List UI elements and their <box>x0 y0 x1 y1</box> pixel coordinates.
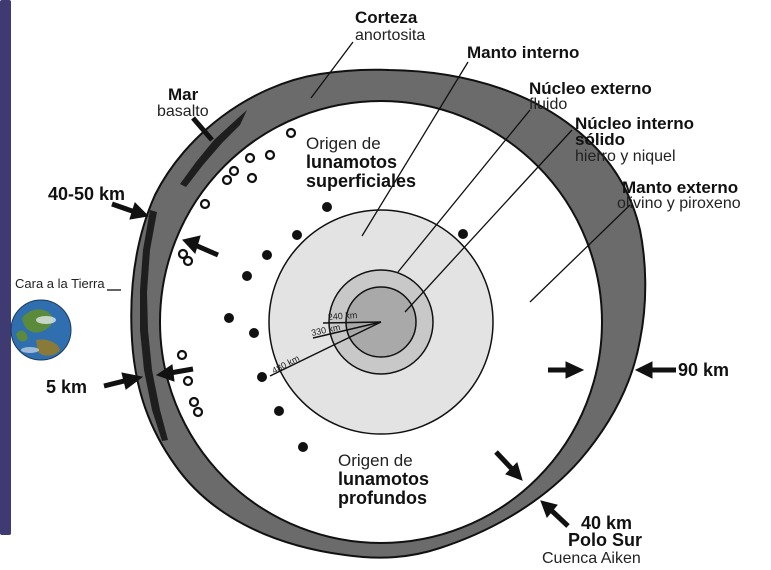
mare-basalt-patch <box>180 110 247 187</box>
profundos-line2: lunamotos <box>338 469 429 489</box>
left-edge-bar <box>0 0 11 535</box>
radius-lines <box>269 321 382 377</box>
leader-lines <box>107 41 631 313</box>
shallow-moonquake-markers <box>176 127 297 418</box>
mare-basalt-patch <box>140 210 168 441</box>
nucleo-interno-title: Núcleo interno <box>575 114 694 133</box>
nucleo-interno-sub: hierro y niquel <box>575 148 676 165</box>
deep-moonquake-markers <box>224 202 468 452</box>
nucleo-externo-sub: fluido <box>529 96 567 113</box>
mar-sub: basalto <box>157 103 209 120</box>
nucleo-interno-title2: sólido <box>575 130 625 149</box>
corteza-title: Corteza <box>355 8 418 27</box>
polo-sur-title: Polo Sur <box>568 530 642 550</box>
polo-sur-sub: Cuenca Aiken <box>542 550 641 565</box>
corteza-sub: anortosita <box>355 27 425 44</box>
superficiales-line1: Origen de <box>306 134 381 153</box>
manto-interno-title: Manto interno <box>467 43 579 62</box>
superficiales-line2: lunamotos <box>306 152 397 172</box>
radius-240-label: 240 km <box>327 310 357 322</box>
manto-externo-sub: olivino y piroxeno <box>617 195 741 212</box>
thickness-90-label: 90 km <box>678 360 729 380</box>
profundos-line3: profundos <box>338 488 427 508</box>
nucleo-externo-title: Núcleo externo <box>529 79 652 98</box>
thickness-5-label: 5 km <box>46 377 87 397</box>
earth-globe-icon <box>10 299 72 361</box>
manto-externo-title: Manto externo <box>622 178 738 197</box>
thickness-40-50-label: 40-50 km <box>48 184 125 204</box>
polo-sur-depth: 40 km <box>581 513 632 533</box>
mar-title: Mar <box>168 85 199 104</box>
cara-tierra-label: Cara a la Tierra <box>15 276 105 291</box>
profundos-line1: Origen de <box>338 451 413 470</box>
superficiales-line3: superficiales <box>306 171 416 191</box>
thickness-arrows <box>103 116 676 528</box>
mar-pointer <box>191 116 214 142</box>
